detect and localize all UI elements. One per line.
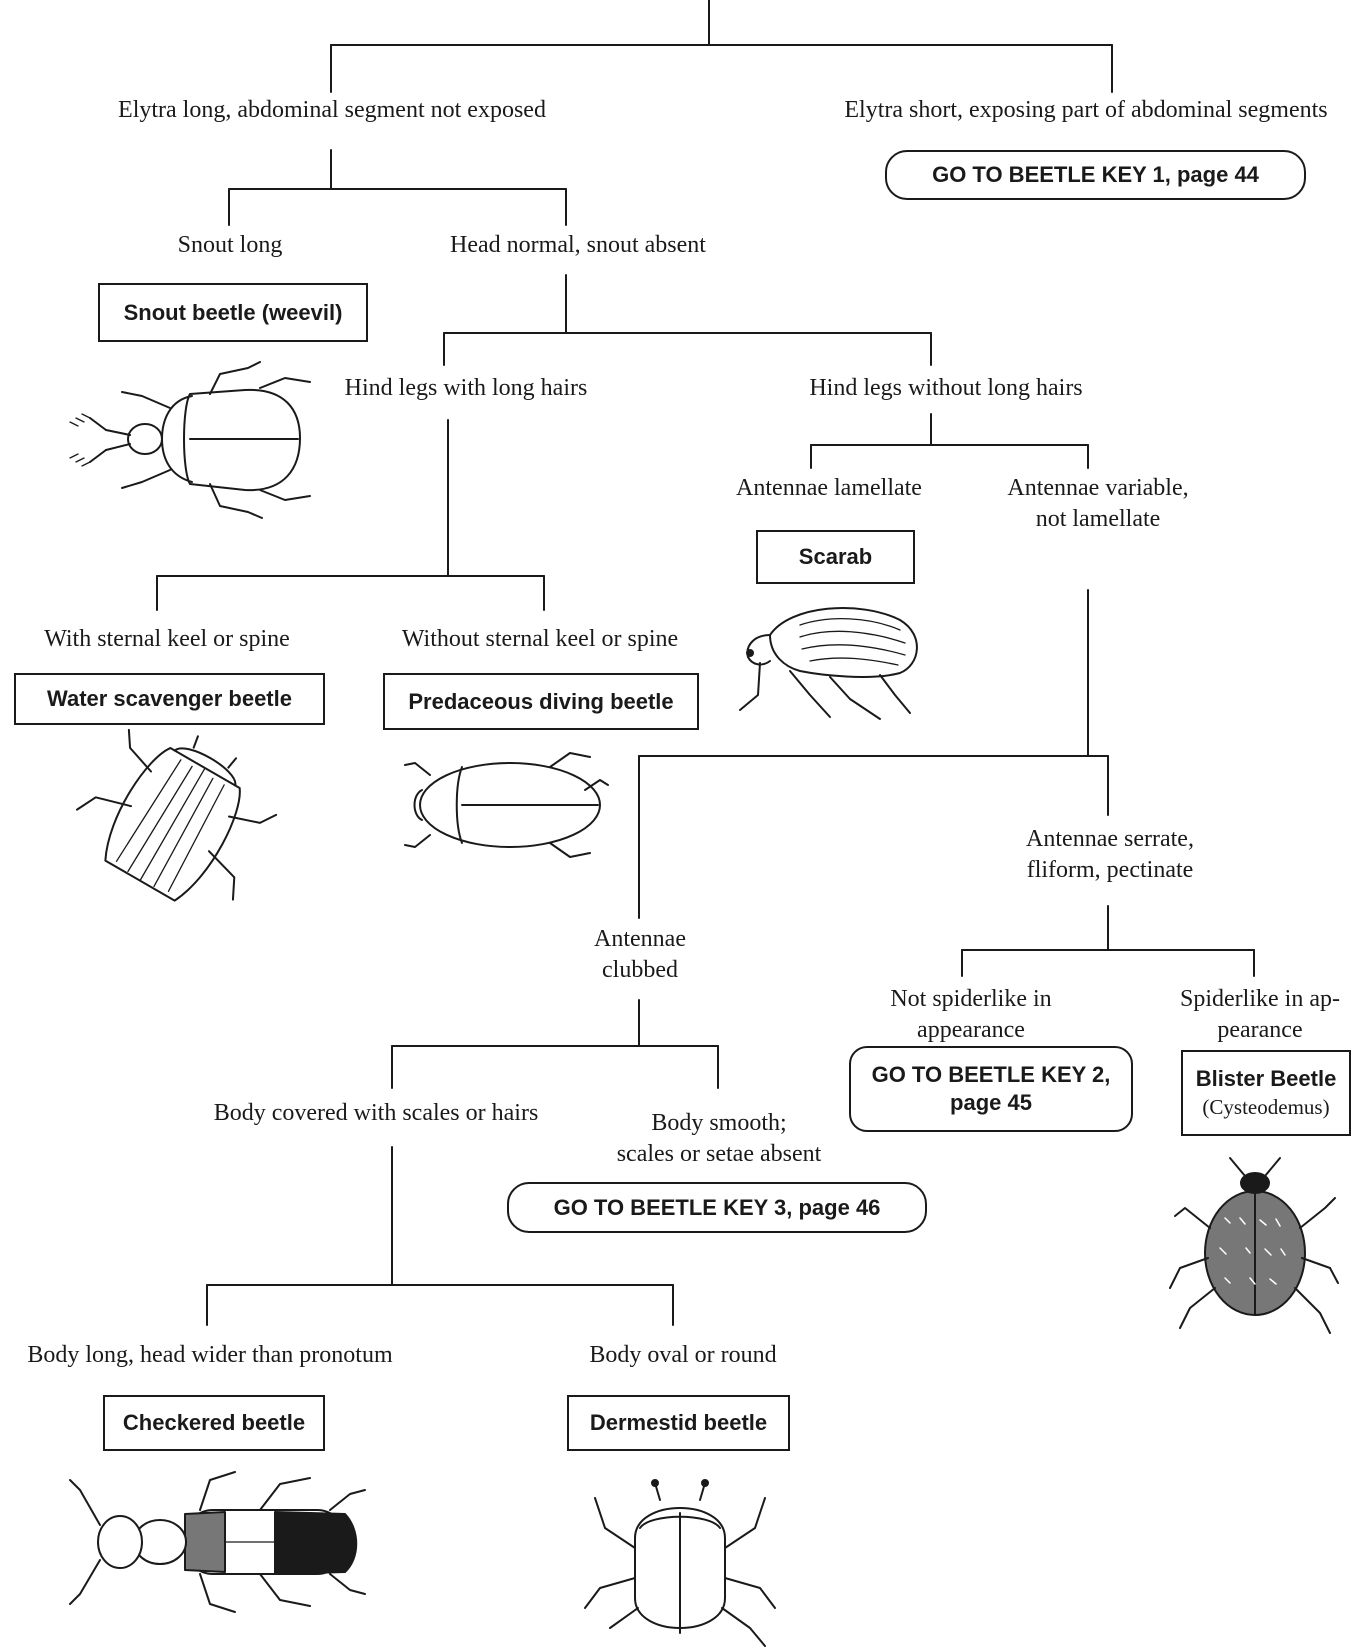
predaceous-diving-label: Predaceous diving beetle — [408, 688, 674, 714]
water-scavenger-beetle-icon — [76, 728, 278, 902]
blister-beetle-subtitle: (Cysteodemus) — [1202, 1095, 1330, 1119]
checkered-beetle-box: Checkered beetle — [103, 1395, 325, 1451]
node-not-spiderlike-line2: appearance — [917, 1017, 1025, 1043]
node-antennae-clubbed: Antennae clubbed — [570, 924, 710, 986]
snout-beetle-icon — [69, 361, 311, 519]
node-sternal-keel: With sternal keel or spine — [44, 626, 290, 652]
node-antennae-variable-line1: Antennae variable, — [1007, 475, 1189, 501]
water-scavenger-box: Water scavenger beetle — [14, 673, 325, 725]
node-hind-legs-no-hairs: Hind legs without long hairs — [809, 375, 1083, 401]
dermestid-beetle-label: Dermestid beetle — [589, 1410, 768, 1435]
goto-beetle-key-3-box[interactable]: GO TO BEETLE KEY 3, page 46 — [507, 1182, 927, 1233]
dermestid-beetle-icon — [584, 1479, 776, 1647]
dermestid-beetle-box: Dermestid beetle — [567, 1395, 790, 1451]
goto-beetle-key-1-box[interactable]: GO TO BEETLE KEY 1, page 44 — [885, 150, 1306, 200]
snout-beetle-box: Snout beetle (weevil) — [98, 283, 368, 342]
goto-beetle-key-2-box[interactable]: GO TO BEETLE KEY 2, page 45 — [849, 1046, 1133, 1132]
predaceous-diving-beetle-icon — [404, 752, 609, 858]
water-scavenger-label: Water scavenger beetle — [47, 686, 292, 711]
goto-beetle-key-3-label: GO TO BEETLE KEY 3, page 46 — [553, 1194, 881, 1220]
node-body-scales: Body covered with scales or hairs — [213, 1100, 539, 1126]
snout-beetle-label: Snout beetle (weevil) — [123, 299, 343, 325]
node-no-sternal-keel: Without sternal keel or spine — [401, 626, 679, 652]
goto-beetle-key-2-line1: GO TO BEETLE KEY 2, — [871, 1062, 1111, 1087]
node-antennae-lamellate: Antennae lamellate — [736, 475, 922, 501]
node-body-smooth-line2: scales or setae absent — [616, 1141, 822, 1167]
node-hind-legs-hairs: Hind legs with long hairs — [344, 375, 588, 401]
node-antennae-serrate-line2: fliform, pectinate — [1026, 857, 1194, 883]
node-elytra-short: Elytra short, exposing part of abdominal… — [844, 97, 1328, 123]
node-body-smooth: Body smooth; scales or setae absent — [600, 1108, 838, 1170]
checkered-beetle-label: Checkered beetle — [122, 1410, 306, 1435]
node-spiderlike-line2: pearance — [1217, 1017, 1303, 1043]
goto-beetle-key-2-line2: page 45 — [950, 1090, 1032, 1115]
predaceous-diving-box: Predaceous diving beetle — [383, 673, 699, 730]
node-spiderlike-line1: Spiderlike in ap- — [1180, 986, 1340, 1012]
checkered-beetle-icon — [69, 1471, 366, 1613]
scarab-box: Scarab — [756, 530, 915, 584]
node-antennae-clubbed-line1: Antennae — [594, 926, 686, 952]
node-not-spiderlike: Not spiderlike in appearance — [876, 984, 1066, 1046]
scarab-label: Scarab — [798, 544, 873, 569]
node-elytra-long: Elytra long, abdominal segment not expos… — [118, 97, 546, 123]
node-snout-long: Snout long — [177, 232, 283, 258]
node-head-normal: Head normal, snout absent — [450, 232, 706, 258]
node-not-spiderlike-line1: Not spiderlike in — [890, 986, 1052, 1012]
node-spiderlike: Spiderlike in ap- pearance — [1160, 984, 1360, 1046]
node-body-long: Body long, head wider than pronotum — [27, 1342, 393, 1368]
node-antennae-variable: Antennae variable, not lamellate — [990, 473, 1206, 535]
node-antennae-clubbed-line2: clubbed — [602, 957, 678, 983]
node-antennae-serrate: Antennae serrate, fliform, pectinate — [1000, 824, 1220, 886]
node-body-smooth-line1: Body smooth; — [651, 1110, 787, 1136]
scarab-icon — [739, 607, 918, 720]
node-antennae-variable-line2: not lamellate — [1035, 506, 1161, 532]
blister-beetle-label: Blister Beetle — [1195, 1066, 1337, 1091]
blister-beetle-box: Blister Beetle (Cysteodemus) — [1181, 1050, 1351, 1136]
goto-beetle-key-1-label: GO TO BEETLE KEY 1, page 44 — [932, 162, 1259, 187]
node-body-oval: Body oval or round — [589, 1342, 777, 1368]
node-antennae-serrate-line1: Antennae serrate, — [1026, 826, 1194, 852]
blister-beetle-icon — [1169, 1157, 1339, 1334]
